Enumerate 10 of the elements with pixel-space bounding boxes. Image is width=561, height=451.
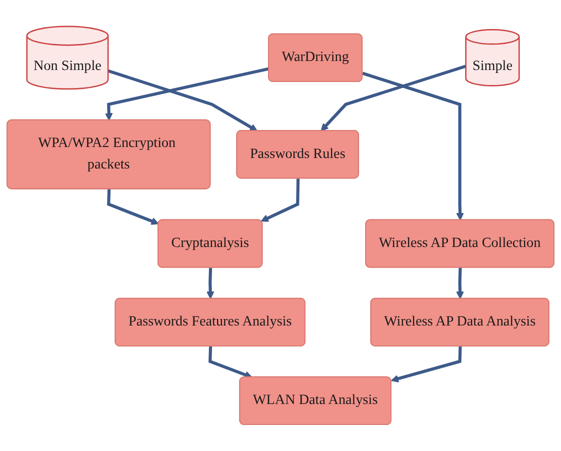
arrow (206, 268, 214, 300)
arrow (107, 189, 159, 225)
arrow (456, 268, 464, 300)
arrow (390, 346, 462, 382)
arrow (362, 72, 464, 220)
arrow (320, 64, 466, 132)
arrow (208, 346, 252, 378)
arrow (108, 69, 258, 132)
arrow (260, 178, 300, 222)
arrow (105, 67, 270, 121)
